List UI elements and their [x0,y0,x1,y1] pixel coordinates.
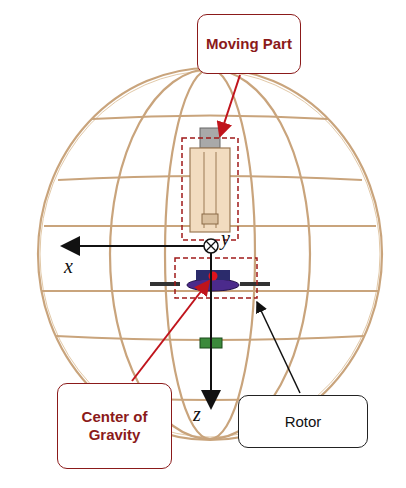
axis-label: y [221,228,230,248]
axis-label: x [64,256,73,276]
moving-part [182,128,238,240]
callout-text: Center of Gravity [66,408,163,444]
leader-lines [132,75,300,393]
callout-box: Center of Gravity [57,383,172,469]
axis-label: z [193,404,201,424]
callout-box: Rotor [238,395,368,448]
callout-text: Rotor [285,413,322,430]
callout-text: Moving Part [206,35,292,53]
callout-box: Moving Part [197,14,301,74]
